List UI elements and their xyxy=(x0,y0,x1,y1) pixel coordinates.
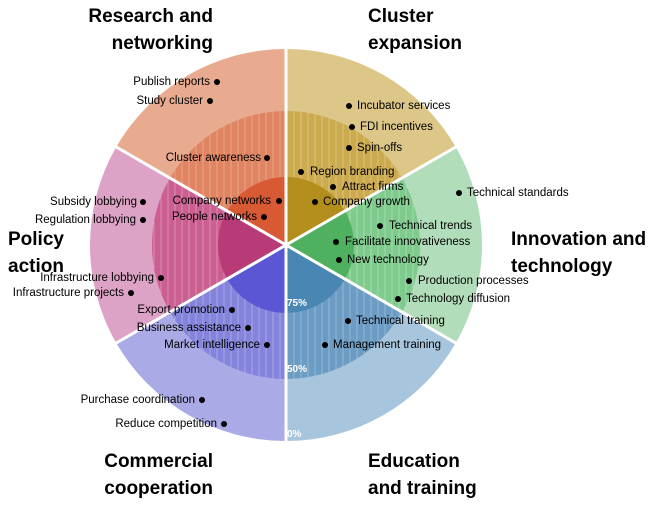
segment-divider xyxy=(114,243,287,345)
segment-title-policy: Policy action xyxy=(8,229,64,277)
activity-marker xyxy=(229,307,235,313)
segment-title-education: Education and training xyxy=(368,451,477,499)
activity-label: Infrastructure projects xyxy=(12,287,124,299)
wheel-ring-education-core xyxy=(227,245,286,313)
activity-marker xyxy=(140,199,146,205)
activity-label: Technology diffusion xyxy=(406,293,510,305)
activity-marker xyxy=(345,318,351,324)
activity-marker xyxy=(140,217,146,223)
activity-label: People networks xyxy=(171,211,257,223)
activity-label: Export promotion xyxy=(137,304,225,316)
activity-label: Regulation lobbying xyxy=(34,214,136,226)
segment-divider xyxy=(114,145,287,247)
activity-marker xyxy=(395,296,401,302)
activity-label: Market intelligence xyxy=(164,339,260,351)
activity-marker xyxy=(298,169,304,175)
activity-label: Purchase coordination xyxy=(80,394,195,406)
segment-title-innovation: Innovation and technology xyxy=(511,229,647,277)
activity-marker xyxy=(276,198,282,204)
activity-label: Technical trends xyxy=(389,220,473,232)
activity-marker xyxy=(264,155,270,161)
segment-title-cluster: Cluster expansion xyxy=(368,6,462,54)
activity-marker xyxy=(214,79,220,85)
activity-marker xyxy=(264,342,270,348)
activity-marker xyxy=(128,290,134,296)
wheel-ring-innovation-core xyxy=(286,245,345,313)
activity-marker xyxy=(330,184,336,190)
activity-label: Infrastructure lobbying xyxy=(40,272,154,284)
activity-marker xyxy=(456,190,462,196)
segment-divider xyxy=(285,243,458,345)
activity-marker xyxy=(312,199,318,205)
activity-label: Company networks xyxy=(172,195,271,207)
activity-label: Incubator services xyxy=(357,100,451,112)
activity-marker xyxy=(349,124,355,130)
activity-marker xyxy=(377,223,383,229)
activity-label: Company growth xyxy=(323,196,410,208)
segment-divider xyxy=(285,145,458,247)
segment-title-commercial: Commercial cooperation xyxy=(104,451,213,499)
activity-label: Region branding xyxy=(310,166,395,178)
activity-marker xyxy=(207,98,213,104)
activity-label: Subsidy lobbying xyxy=(50,196,137,208)
ring-texture xyxy=(153,111,414,379)
wheel-ring-commercial-core xyxy=(217,211,286,279)
activity-label: Technical training xyxy=(356,315,445,327)
activity-label: Management training xyxy=(333,339,442,351)
activity-marker xyxy=(333,239,339,245)
activity-label: Technical standards xyxy=(467,187,569,199)
scale-label-75: 75% xyxy=(287,298,308,309)
activity-label: Production processes xyxy=(418,275,529,287)
activity-label: Publish reports xyxy=(133,76,210,88)
activity-label: Attract firms xyxy=(342,181,404,193)
segment-title-research: Research and networking xyxy=(88,6,213,54)
activity-label: Spin-offs xyxy=(357,142,403,154)
scale-label-50: 50% xyxy=(287,364,308,375)
activity-label: Facilitate innovativeness xyxy=(345,236,471,248)
activity-marker xyxy=(245,325,251,331)
activity-label: Cluster awareness xyxy=(165,152,261,164)
activity-label: New technology xyxy=(347,254,429,266)
activity-marker xyxy=(199,397,205,403)
activity-label: Study cluster xyxy=(136,95,203,107)
activity-marker xyxy=(158,275,164,281)
activity-marker xyxy=(221,421,227,427)
scale-label-0: 0% xyxy=(287,429,302,440)
activity-label: Reduce competition xyxy=(115,418,217,430)
wheel-ring-research-core xyxy=(286,177,345,245)
activity-marker xyxy=(346,145,352,151)
activity-marker xyxy=(336,257,342,263)
activity-marker xyxy=(322,342,328,348)
activity-marker xyxy=(261,214,267,220)
wheel-ring-policy-core xyxy=(227,177,286,245)
activity-label: FDI incentives xyxy=(360,121,433,133)
activity-label: Business assistance xyxy=(136,322,241,334)
activity-marker xyxy=(346,103,352,109)
activity-marker xyxy=(406,278,412,284)
